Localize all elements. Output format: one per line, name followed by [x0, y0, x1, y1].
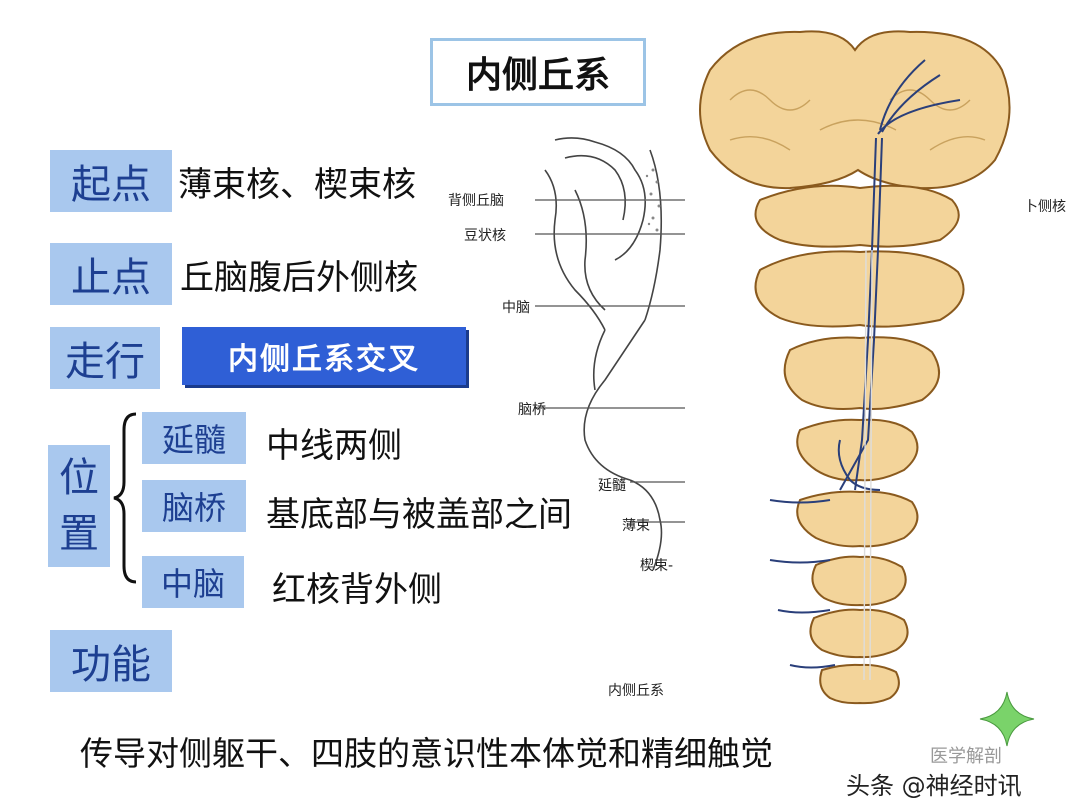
position-midbrain-label: 中脑	[142, 556, 244, 608]
course-crossing-box: 内侧丘系交叉	[182, 327, 466, 385]
termination-text: 丘脑腹后外侧核	[180, 258, 418, 298]
position-label-bottom: 置	[59, 511, 99, 557]
label-lentiform: 豆状核	[464, 228, 506, 244]
label-pons: 脑桥	[518, 402, 546, 418]
origin-text: 薄束核、楔束核	[178, 165, 416, 205]
position-pons-label: 脑桥	[142, 480, 246, 532]
position-label-top: 位	[59, 455, 99, 501]
origin-label: 起点	[50, 150, 172, 212]
position-medulla-text: 中线两侧	[266, 426, 402, 466]
brace-icon	[113, 412, 137, 584]
function-text: 传导对侧躯干、四肢的意识性本体觉和精细触觉	[80, 734, 773, 773]
brainstem-schematic	[535, 137, 685, 571]
watermark-primary: 头条 @神经时讯	[846, 772, 1022, 800]
label-midbrain: 中脑	[502, 300, 530, 316]
position-midbrain-text: 红核背外侧	[272, 570, 442, 610]
course-label: 走行	[50, 327, 160, 389]
brain-section-illustration	[699, 30, 1011, 705]
label-bottom: 内侧丘系	[608, 683, 664, 699]
label-gracile: 薄束	[622, 518, 650, 534]
label-cuneate: 楔束-	[640, 558, 674, 574]
label-medulla: 延髓	[598, 478, 626, 494]
watermark-secondary: 医学解剖	[930, 746, 1002, 767]
termination-label: 止点	[50, 243, 172, 305]
label-dorsal-thalamus: 背侧丘脑	[448, 193, 504, 209]
position-medulla-label: 延髓	[142, 412, 246, 464]
label-right-edge: ​卜侧核	[1024, 199, 1066, 215]
position-label: 位 置	[48, 445, 110, 567]
star-icon	[979, 691, 1035, 747]
page-title: 内侧丘系	[430, 38, 646, 106]
function-label: 功能	[50, 630, 172, 692]
position-pons-text: 基底部与被盖部之间	[266, 495, 572, 535]
